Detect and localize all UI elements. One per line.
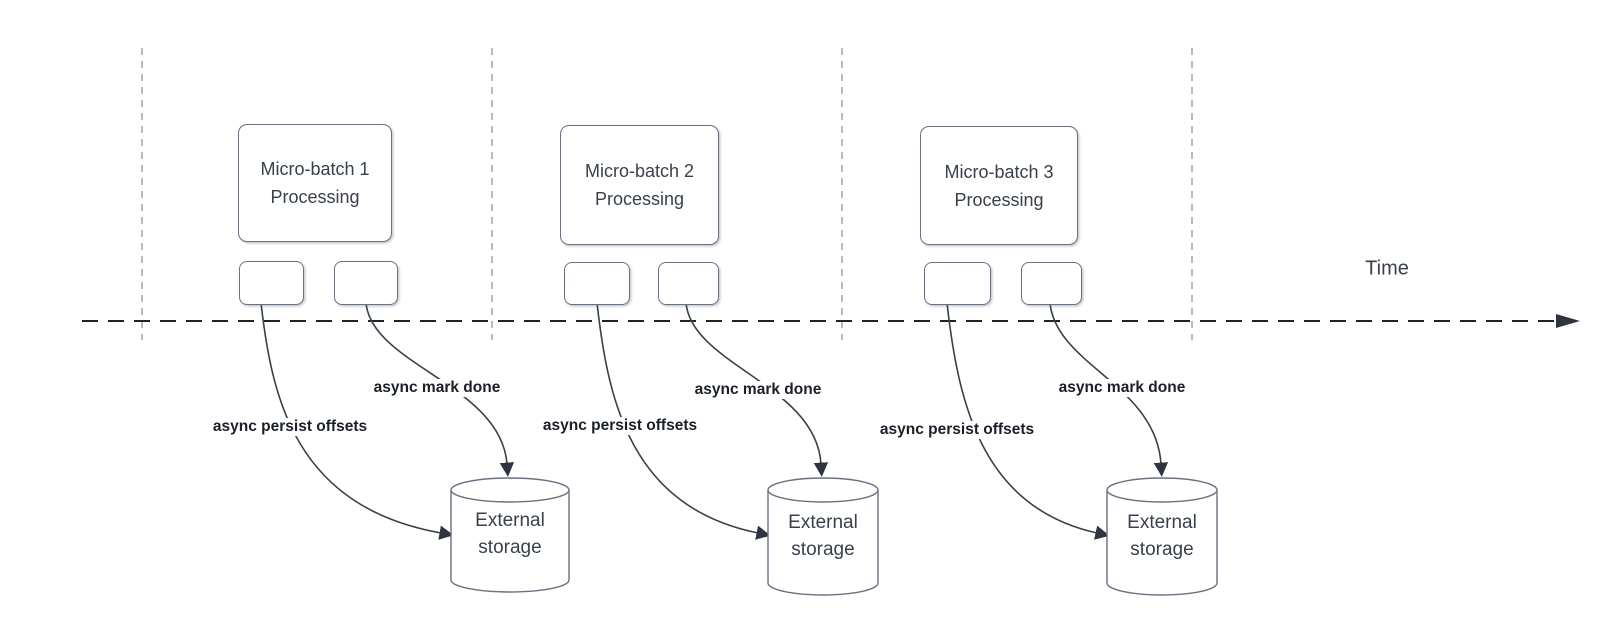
- external-storage-label-1: External storage: [475, 510, 545, 558]
- microbatch-2-title-line2: Processing: [594, 189, 685, 209]
- mark-done-arrow-3: [1049, 302, 1169, 477]
- storage-cylinder-3: [1106, 477, 1218, 596]
- microbatch-1-title-line2: Processing: [270, 187, 360, 207]
- persist-offsets-label-3: async persist offsets: [876, 421, 1038, 439]
- microbatch-2-title-line1: Micro-batch 2: [584, 161, 695, 181]
- external-storage-label-3: External storage: [1127, 512, 1197, 560]
- persist-offsets-arrow-3: [946, 302, 1110, 540]
- microbatch-3-title-line1: Micro-batch 3: [944, 161, 1054, 182]
- microbatch-2-offset-task-box: [564, 262, 630, 305]
- persist-offsets-arrow-2: [596, 302, 771, 540]
- persist-offsets-label-2: async persist offsets: [539, 417, 701, 435]
- storage-cylinder-1: [450, 477, 570, 593]
- microbatch-1-offset-task-box: [239, 261, 304, 305]
- microbatch-2-markdone-task-box: [658, 262, 719, 305]
- microbatch-3-title-line2: Processing: [954, 189, 1044, 210]
- mark-done-label-3: async mark done: [1055, 379, 1189, 397]
- external-storage-label-2: External storage: [788, 512, 858, 560]
- microbatch-1-markdone-task-box: [334, 261, 398, 305]
- mark-done-label-2: async mark done: [691, 381, 825, 399]
- microbatch-1-title-line1: Micro-batch 1: [260, 159, 370, 179]
- timeline-arrowhead-icon: [1556, 314, 1580, 328]
- microbatch-2-box: Micro-batch 2 Processing: [560, 125, 719, 245]
- microbatch-3-box: Micro-batch 3 Processing: [920, 126, 1078, 245]
- persist-offsets-arrow-1: [260, 302, 454, 540]
- persist-offsets-label-1: async persist offsets: [209, 418, 371, 436]
- mark-done-arrow-1: [365, 302, 515, 477]
- microbatch-3-markdone-task-box: [1021, 262, 1082, 305]
- microbatch-1-box: Micro-batch 1 Processing: [238, 124, 392, 242]
- mark-done-label-1: async mark done: [370, 379, 504, 397]
- mark-done-arrow-2: [685, 302, 829, 477]
- microbatch-3-offset-task-box: [924, 262, 991, 305]
- time-label: Time: [1365, 257, 1409, 280]
- storage-cylinder-2: [767, 477, 879, 596]
